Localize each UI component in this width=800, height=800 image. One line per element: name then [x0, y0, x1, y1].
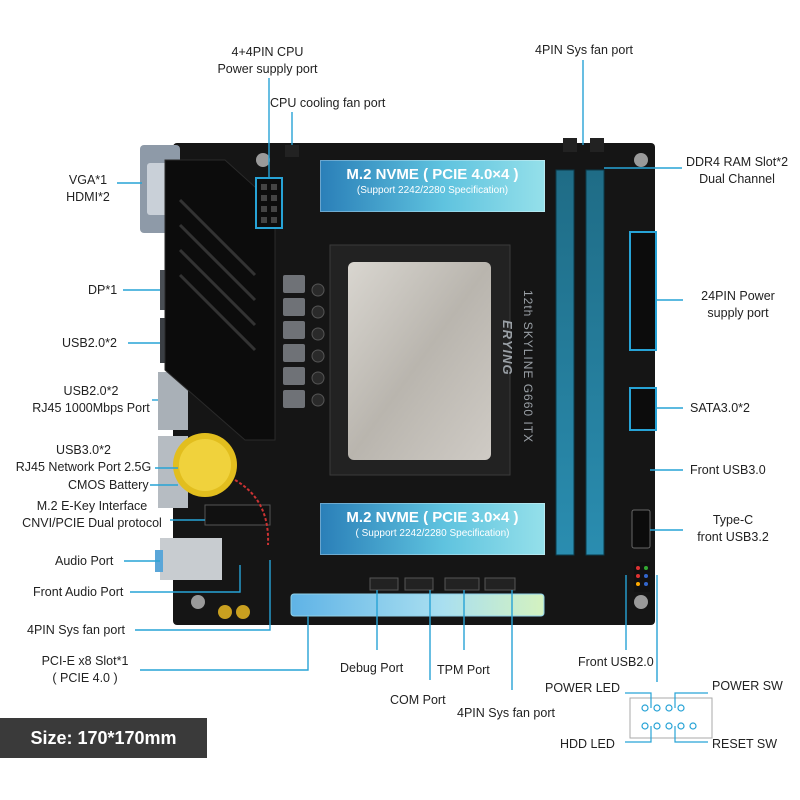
label-cpu-fan: CPU cooling fan port [270, 96, 386, 110]
board-model: 12th SKYLINE G660 ITX [521, 290, 535, 444]
label-sys-fan-bottom: 4PIN Sys fan port [457, 706, 555, 720]
sys-fan-header-top [563, 138, 577, 152]
ram-slot-2 [585, 169, 605, 556]
label-power-led: POWER LED [545, 681, 621, 695]
size-badge: Size: 170*170mm [0, 718, 207, 758]
cpu-fan-header [285, 145, 299, 157]
label-hdd-led: HDD LED [560, 737, 615, 751]
label-power-sw: POWER SW [712, 679, 783, 693]
m2-bottom-subtitle: ( Support 2242/2280 Specification) [355, 528, 510, 539]
label-usb20: USB2.0*2 [62, 336, 117, 350]
label-front-audio: Front Audio Port [33, 585, 124, 599]
atx-24pin [629, 231, 657, 351]
label-audio: Audio Port [55, 554, 114, 568]
m2-bottom-title: M.2 NVME ( PCIE 3.0×4 ) [346, 509, 519, 526]
label-tpm: TPM Port [437, 663, 490, 677]
m2-top-subtitle: (Support 2242/2280 Specification) [356, 185, 509, 196]
typec-header [631, 509, 651, 549]
label-debug: Debug Port [340, 661, 404, 675]
cpu-power-connector [255, 177, 283, 229]
front-panel-diagram [629, 697, 713, 739]
sata-ports [629, 387, 657, 431]
label-sys-fan-left: 4PIN Sys fan port [27, 623, 125, 637]
vrm-heatsink [164, 159, 276, 441]
m2-top-banner: M.2 NVME ( PCIE 4.0×4 ) (Support 2242/22… [320, 160, 545, 212]
label-cmos: CMOS Battery [68, 478, 149, 492]
ram-slot-1 [555, 169, 575, 556]
label-sata: SATA3.0*2 [690, 401, 750, 415]
label-com: COM Port [390, 693, 446, 707]
m2-bottom-banner: M.2 NVME ( PCIE 3.0×4 ) ( Support 2242/2… [320, 503, 545, 555]
label-dp: DP*1 [88, 283, 118, 297]
label-sys-fan-top: 4PIN Sys fan port [535, 43, 633, 57]
label-pcie: PCI-E x8 Slot*1( PCIE 4.0 ) [41, 654, 129, 685]
m2-ekey-slot [204, 504, 271, 526]
label-front-usb20: Front USB2.0 [578, 655, 654, 669]
label-front-usb30: Front USB3.0 [690, 463, 766, 477]
audio-port [160, 538, 222, 580]
label-reset-sw: RESET SW [712, 737, 778, 751]
board-brand: ERYING [500, 320, 515, 376]
cpu-heatspreader [348, 262, 491, 460]
pcie-slot [290, 593, 545, 617]
m2-top-title: M.2 NVME ( PCIE 4.0×4 ) [346, 166, 519, 183]
